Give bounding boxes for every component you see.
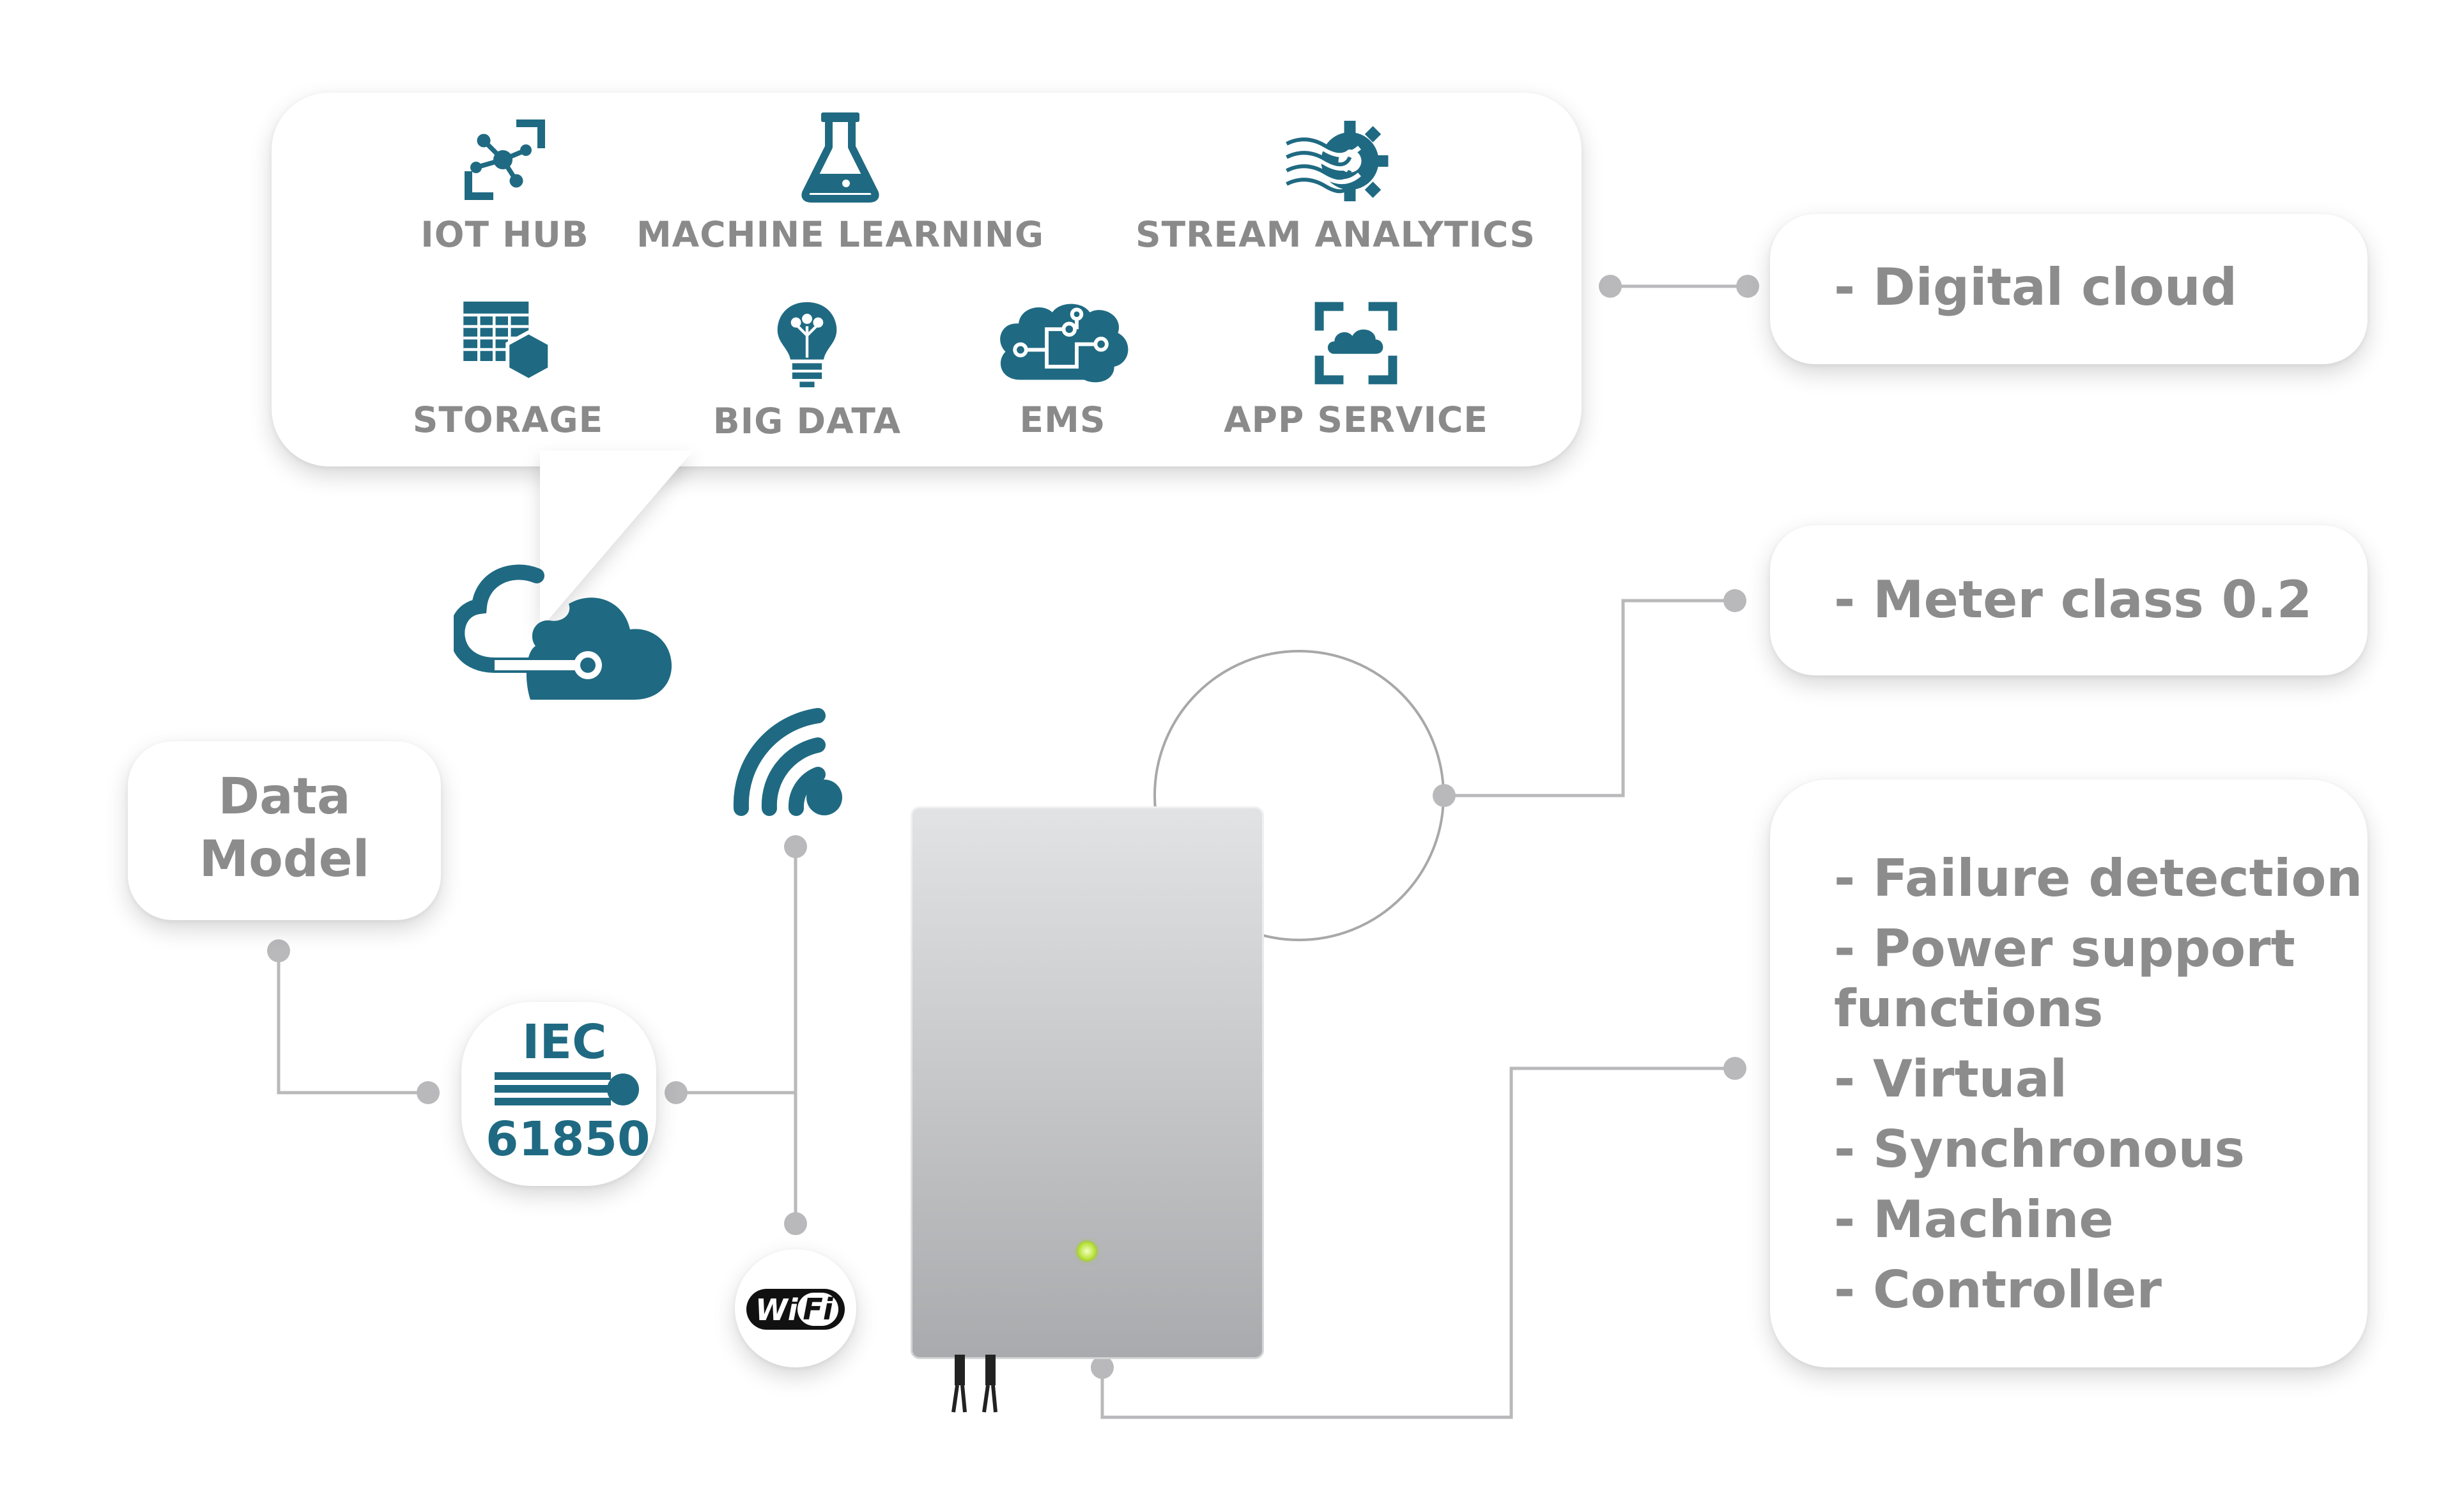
digital-cloud-label: - Digital cloud bbox=[1834, 258, 2238, 317]
connector-dot bbox=[784, 835, 807, 858]
data-model-line2: Model bbox=[199, 831, 370, 888]
wifi-logo-left: Wi bbox=[755, 1293, 798, 1327]
service-label-app-service: APP SERVICE bbox=[1224, 399, 1488, 440]
stream-gear-icon bbox=[1285, 121, 1389, 201]
connector-functions bbox=[1100, 1066, 1735, 1419]
connector-dot bbox=[1433, 784, 1456, 807]
wifi-logo-icon: Wi Fi bbox=[746, 1289, 845, 1330]
lightbulb-icon bbox=[777, 302, 837, 388]
service-label-iot-hub: IOT HUB bbox=[420, 214, 589, 255]
function-item: - Virtual bbox=[1834, 1049, 2068, 1109]
data-model-box: Data Model bbox=[128, 741, 441, 920]
service-label-big-data: BIG DATA bbox=[712, 401, 902, 442]
function-item: - Synchronous bbox=[1834, 1119, 2245, 1179]
service-label-machine-learning: MACHINE LEARNING bbox=[636, 214, 1045, 255]
connector-dot bbox=[784, 1212, 807, 1235]
service-label-stream-analytics: STREAM ANALYTICS bbox=[1136, 214, 1536, 255]
inverter-device bbox=[911, 806, 1264, 1359]
connector-dot bbox=[1723, 1057, 1746, 1080]
connector-dot bbox=[267, 939, 290, 962]
connector-dot bbox=[1091, 1356, 1114, 1379]
function-item: - Machine bbox=[1834, 1190, 2114, 1249]
connector-meter-class bbox=[1444, 599, 1735, 797]
digital-cloud-box: - Digital cloud bbox=[1770, 214, 2368, 364]
app-service-icon bbox=[1314, 302, 1398, 385]
connector-data-model bbox=[277, 951, 428, 1095]
iec-number: 61850 bbox=[486, 1112, 651, 1167]
connector-dot bbox=[1723, 589, 1746, 612]
function-item: functions bbox=[1834, 979, 2104, 1038]
connector-dot bbox=[417, 1081, 440, 1104]
iec-label: IEC bbox=[522, 1015, 607, 1070]
table-storage-icon bbox=[463, 302, 552, 383]
data-model-line1: Data bbox=[218, 768, 351, 826]
service-label-storage: STORAGE bbox=[412, 399, 604, 440]
functions-box: - Failure detection - Power support func… bbox=[1770, 780, 2368, 1367]
status-led-icon bbox=[1077, 1241, 1097, 1261]
iot-hub-icon bbox=[465, 119, 545, 200]
iec-61850-badge: IEC 61850 bbox=[461, 1002, 656, 1186]
wifi-logo-right: Fi bbox=[797, 1293, 838, 1326]
device-cables bbox=[951, 1355, 997, 1413]
iec-node-icon bbox=[607, 1073, 639, 1105]
azure-cloud-icon bbox=[454, 564, 672, 700]
function-item: - Controller bbox=[1834, 1260, 2162, 1320]
function-item: - Failure detection bbox=[1834, 849, 2363, 908]
connector-dot bbox=[665, 1081, 688, 1104]
function-item: - Power support bbox=[1834, 919, 2295, 978]
flask-icon bbox=[801, 112, 879, 203]
service-label-ems: EMS bbox=[1019, 399, 1106, 440]
cloud-services-bubble: IOT HUB MACHINE LEARNING STREAM ANA bbox=[272, 93, 1582, 629]
wireless-signal-icon bbox=[733, 708, 842, 816]
bubble-tail bbox=[540, 450, 693, 629]
functions-list: - Failure detection - Power support func… bbox=[1834, 843, 2362, 1325]
meter-class-label: - Meter class 0.2 bbox=[1834, 570, 2313, 629]
brain-circuit-icon bbox=[1000, 304, 1128, 383]
connector-dot bbox=[1599, 275, 1622, 298]
wifi-badge: Wi Fi bbox=[735, 1249, 856, 1367]
connector-dot bbox=[1736, 275, 1759, 298]
meter-class-box: - Meter class 0.2 bbox=[1770, 525, 2368, 675]
